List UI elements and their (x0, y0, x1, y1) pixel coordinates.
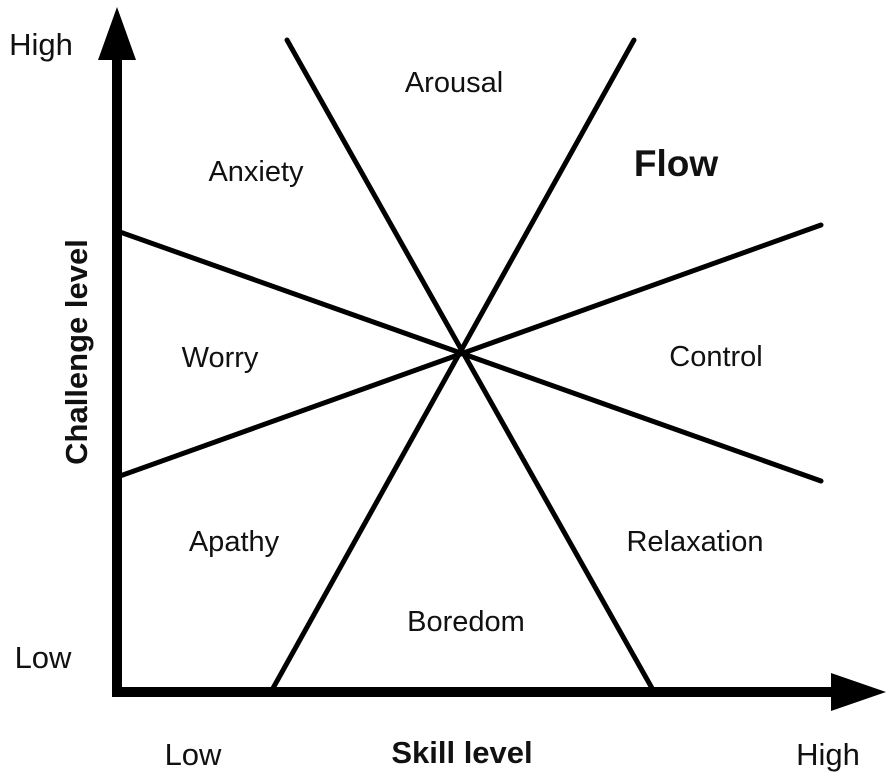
divider-line-shallow-ascending (117, 222, 824, 479)
divider-line-steep-right (269, 37, 637, 693)
region-label-apathy: Apathy (189, 526, 280, 558)
x-axis-arrowhead (831, 673, 886, 711)
region-label-relaxation: Relaxation (626, 526, 763, 558)
y-axis-low-label: Low (15, 640, 72, 675)
x-axis-high-label: High (796, 737, 860, 772)
region-label-flow: Flow (634, 143, 718, 184)
divider-line-steep-left (284, 37, 656, 693)
region-label-boredom: Boredom (407, 606, 525, 638)
x-axis-title: Skill level (391, 735, 532, 770)
region-label-anxiety: Anxiety (208, 156, 304, 188)
y-axis-arrowhead (98, 7, 136, 60)
region-label-control: Control (669, 341, 763, 373)
y-axis-title: Challenge level (59, 239, 94, 465)
region-label-worry: Worry (182, 342, 259, 374)
region-label-arousal: Arousal (405, 67, 503, 99)
divider-line-shallow-descending (117, 229, 824, 484)
x-axis-low-label: Low (165, 737, 222, 772)
y-axis-high-label: High (9, 27, 73, 62)
